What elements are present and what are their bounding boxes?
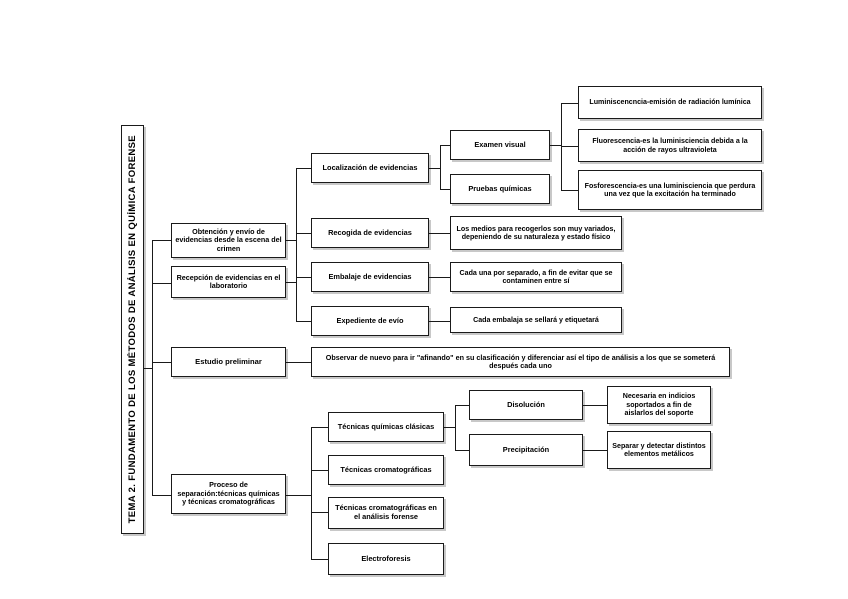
root-title-label: TEMA 2. FUNDAMENTO DE LOS MÉTODOS DE ANÁ… [127,135,138,524]
connector-precipitacion-to-note [583,450,607,451]
connector-to-precipitacion [455,450,469,451]
connector-to-recogida [296,233,311,234]
connector-l3-trunk-lower [455,405,456,450]
connector-root-to-l1-4 [152,495,171,496]
connector-recogida-to-note [429,233,450,234]
connector-to-pruebas-quimicas [440,189,450,190]
connector-to-disolucion [455,405,469,406]
connector-root-to-l1-1 [152,240,171,241]
node-disolucion: Disolución [469,390,583,420]
node-tecnicas-cromatograficas: Técnicas cromatográficas [328,455,444,485]
note-cada-embalaja-sellara: Cada embalaja se sellará y etiquetará [450,307,622,333]
node-localizacion-evidencias: Localización de evidencias [311,153,429,183]
node-proceso-separacion: Proceso de separación:técnicas químicas … [171,474,286,514]
connector-to-embalaje [296,277,311,278]
connector-embalaje-to-note [429,277,450,278]
connector-to-examen-visual [440,145,450,146]
connector-localizacion-stub [429,168,440,169]
node-luminiscencia: Luminiscencncia-emisión de radiación lum… [578,86,762,119]
connector-disolucion-to-note [583,405,607,406]
node-pruebas-quimicas: Pruebas químicas [450,174,550,204]
connector-root-stub [144,368,153,369]
connector-root-trunk [152,240,153,495]
connector-to-tecnicas-cromatograficas [311,470,328,471]
node-recepcion-evidencias-laboratorio: Recepción de evidencias en el laboratori… [171,266,286,298]
connector-l1-2-stub [286,282,296,283]
note-observar-de-nuevo: Observar de nuevo para ir "afinando" en … [311,347,730,377]
note-medios-recogerlos: Los medios para recogerlos son muy varia… [450,216,622,250]
connector-to-fosforescencia [561,190,578,191]
note-cada-una-por-separado: Cada una por separado, a fin de evitar q… [450,262,622,292]
connector-l3-trunk-visual [440,145,441,189]
connector-examen-visual-stub [550,145,561,146]
connector-to-luminiscencia [561,103,578,104]
connector-l2-trunk-lower [311,427,312,559]
node-necesaria-indicios-soportados: Necesaria en indicios soportados a fin d… [607,386,711,424]
connector-root-to-l1-2 [152,283,171,284]
node-fluorescencia: Fluorescencia-es la luminisciencia debid… [578,129,762,162]
connector-to-expediente [296,321,311,322]
node-electroforesis: Electroforesis [328,543,444,575]
connector-proceso-stub [286,495,296,496]
node-fosforescencia: Fosforescencia-es una luminisciencia que… [578,170,762,210]
connector-l2-trunk-upper [296,168,297,321]
node-obtencion-envio-evidencias: Obtención y envío de evidencias desde la… [171,223,286,258]
connector-estudio-to-note [286,362,311,363]
connector-to-tecnicas-crom-forense [311,512,328,513]
connector-expediente-to-note [429,321,450,322]
node-expediente-evio: Expediente de evío [311,306,429,336]
connector-l1-1-stub [286,240,296,241]
connector-root-to-l1-3 [152,362,171,363]
node-examen-visual: Examen visual [450,130,550,160]
root-title-box: TEMA 2. FUNDAMENTO DE LOS MÉTODOS DE ANÁ… [121,125,144,534]
connector-to-localizacion [296,168,311,169]
node-recogida-evidencias: Recogida de evidencias [311,218,429,248]
node-separar-detectar-elementos: Separar y detectar distintos elementos m… [607,431,711,469]
node-precipitacion: Precipitación [469,434,583,466]
node-embalaje-evidencias: Embalaje de evidencias [311,262,429,292]
node-estudio-preliminar: Estudio preliminar [171,347,286,377]
connector-to-tecnicas-clasicas [311,427,328,428]
node-tecnicas-quimicas-clasicas: Técnicas químicas clásicas [328,412,444,442]
connector-to-fluorescencia [561,146,578,147]
connector-to-electroforesis [311,559,328,560]
connector-clasicas-stub [444,427,455,428]
node-tecnicas-cromatograficas-forense: Técnicas cromatográficas en el análisis … [328,497,444,529]
connector-proceso-bridge [296,495,311,496]
